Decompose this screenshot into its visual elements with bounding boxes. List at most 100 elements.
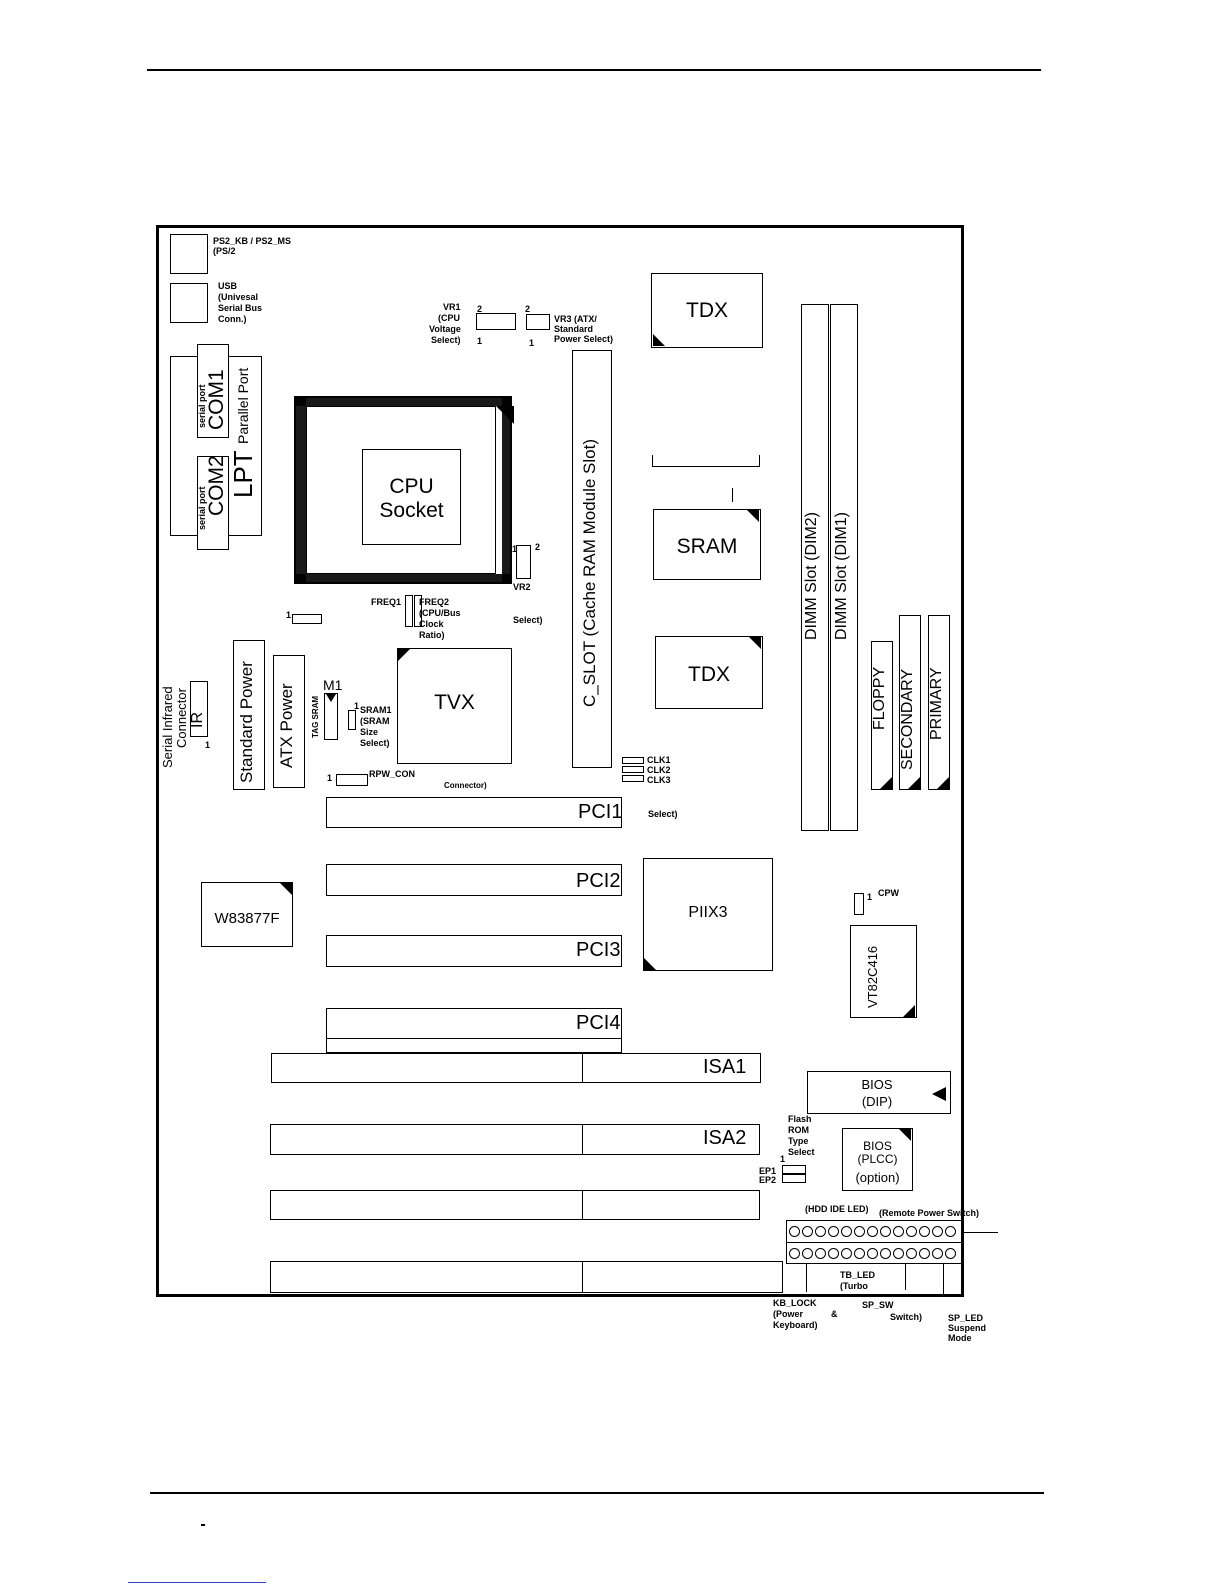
tb-led-label-2: (Turbo [840,1281,868,1291]
piix3-label: PIIX3 [688,904,728,921]
pci2-slot[interactable] [326,864,622,896]
m1-label: M1 [323,677,343,693]
lpt-label: LPT [228,450,258,498]
header-pin [802,1248,813,1259]
isa4-divider [582,1261,583,1293]
front-panel-lead-4 [962,1232,998,1233]
c-slot-label: C_SLOT (Cache RAM Module Slot) [580,438,599,707]
usb-connector [170,283,208,323]
bios-plcc-pin1-marker [899,1129,911,1141]
isa3-slot[interactable] [270,1190,760,1220]
pci3-slot[interactable] [326,935,622,967]
w83877f-pin1-marker [280,883,292,895]
ir-label: IR [189,712,206,728]
com2-connector [197,456,229,550]
vr2-pin1: 1 [512,544,518,554]
cpu-socket-label-1: CPU [389,475,434,498]
flash-label-3: Type [788,1136,809,1146]
header-pin [893,1226,904,1237]
kb-lock-label-2: (Power [773,1309,804,1319]
clk3-label: CLK3 [647,775,671,785]
freq1-jumper[interactable] [405,595,413,627]
tdx-chip-top [651,273,763,348]
cpu-socket-band-bottom [296,574,510,582]
pin-one-label: 1 [286,610,292,620]
tdx-top-pin1-marker [653,334,665,346]
com1-connector [197,344,229,438]
rpw-con-label: RPW_CON [369,769,416,779]
header-pin [867,1226,878,1237]
vr3-label-1: VR3 (ATX/ [554,314,597,324]
vr1-pin2: 2 [477,304,483,314]
clk2-jumper[interactable] [622,766,644,773]
dimm-slot-1[interactable] [830,304,858,831]
ep2-jumper[interactable] [782,1174,806,1183]
vr3-jumper[interactable] [526,314,550,330]
header-pin [815,1226,826,1237]
floppy-connector[interactable] [871,641,893,790]
vr1-label-1: VR1 [443,302,461,312]
tag-sram-chip [324,693,338,740]
w83877f-chip [201,882,293,947]
secondary-ide-connector[interactable] [899,615,921,790]
small-header[interactable] [292,614,322,624]
vr2-label: VR2 [513,582,531,592]
com1-label: COM1 [205,369,228,430]
atx-power-connector[interactable] [273,655,305,788]
header-pin [789,1226,800,1237]
isa1-slot[interactable] [271,1053,761,1083]
isa1-label: ISA1 [703,1056,747,1078]
sram1-label-2: (SRAM [360,716,390,726]
dimm-slot-2[interactable] [801,304,829,831]
sp-led-label-2: Suspend [948,1323,987,1333]
sram1-label-1: SRAM1 [360,705,392,715]
pci2-label: PCI2 [576,870,621,892]
ep1-jumper[interactable] [782,1165,806,1174]
sp-led-label-3: Mode [948,1333,972,1343]
ir-pin1: 1 [205,740,211,750]
cpw-jumper[interactable] [854,893,864,915]
sram1-pin1: 1 [354,701,360,711]
pci4-label: PCI4 [576,1012,621,1034]
clk1-jumper[interactable] [622,757,644,764]
header-pin [815,1248,826,1259]
freq2-label-2: (CPU/Bus [419,608,461,618]
header-pin [802,1226,813,1237]
tvx-chip [397,648,512,764]
vr1-jumper[interactable] [476,313,516,330]
cpw-label: CPW [878,888,899,898]
chip-footprint [652,455,760,467]
clk3-jumper[interactable] [622,775,644,782]
ir-connector[interactable] [190,681,208,737]
vr2-jumper[interactable] [516,545,531,579]
cpw-pin1: 1 [867,892,873,902]
pci1-slot[interactable] [326,797,622,828]
serial-infrared-label-2: Connector [174,688,189,748]
cpu-socket-band-top [296,398,510,406]
header-pin [880,1248,891,1259]
piix3-pin1-marker [644,958,656,970]
primary-ide-connector[interactable] [928,615,950,790]
ps2-connector [170,234,208,274]
footprint-tick [732,488,733,502]
header-pin [932,1226,943,1237]
isa3-divider [582,1190,583,1220]
standard-power-connector[interactable] [233,640,265,790]
primary-pin1-marker [937,777,949,789]
isa2-slot[interactable] [270,1124,760,1155]
cache-ram-module-slot[interactable] [572,350,612,768]
header-pin [880,1226,891,1237]
usb-sublabel-3: Conn.) [218,314,247,324]
front-panel-lead-1 [806,1264,807,1292]
bios-plcc-label-1: BIOS [863,1139,892,1153]
rpw-con-header[interactable] [336,774,368,786]
cpu-core [362,449,461,545]
freq2-jumper[interactable] [414,595,422,627]
sram1-label-4: Select) [360,738,390,748]
isa2-label: ISA2 [703,1127,747,1149]
front-panel-divider [786,1242,962,1243]
sram1-jumper[interactable] [348,710,356,730]
isa4-slot[interactable] [270,1261,783,1293]
sram1-label-3: Size [360,727,379,737]
vr1-label-2: (CPU [438,313,460,323]
